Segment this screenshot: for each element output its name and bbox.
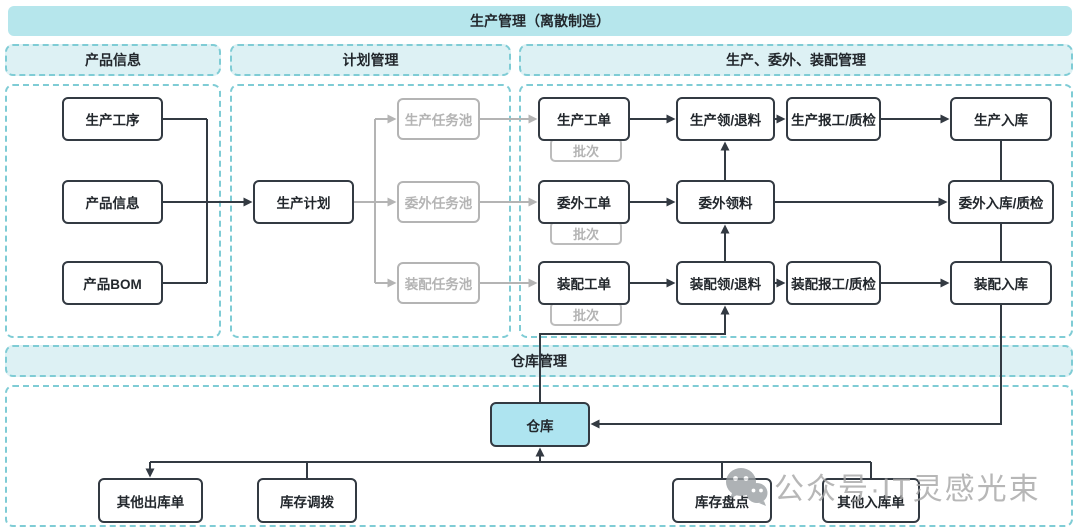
diagram-title: 生产管理（离散制造） bbox=[470, 13, 610, 29]
node-warehouse: 仓库 bbox=[490, 402, 590, 447]
node-stock-count: 库存盘点 bbox=[672, 478, 772, 523]
badge-batch-production: 批次 bbox=[550, 138, 622, 162]
node-assembly-report-qc: 装配报工/质检 bbox=[786, 261, 881, 305]
node-assembly-inbound: 装配入库 bbox=[950, 261, 1052, 305]
section-header-product: 产品信息 bbox=[5, 44, 221, 76]
connector-product-to-plan bbox=[163, 118, 253, 284]
node-production-report-qc: 生产报工/质检 bbox=[786, 97, 881, 141]
section-title-plan: 计划管理 bbox=[342, 52, 399, 68]
node-stock-transfer: 库存调拨 bbox=[257, 478, 357, 523]
node-production-work-order: 生产工单 bbox=[538, 97, 630, 141]
section-header-plan: 计划管理 bbox=[230, 44, 511, 76]
node-assembly-work-order: 装配工单 bbox=[538, 261, 630, 305]
title-banner: 生产管理（离散制造） bbox=[8, 6, 1072, 36]
section-header-production: 生产、委外、装配管理 bbox=[519, 44, 1073, 76]
node-production-plan: 生产计划 bbox=[253, 180, 354, 224]
connector-inbound-chain bbox=[590, 141, 1002, 429]
node-production-task-pool: 生产任务池 bbox=[397, 98, 480, 140]
section-title-product: 产品信息 bbox=[85, 52, 141, 68]
connector-warehouse-to-picking bbox=[539, 305, 730, 402]
connector-plan-to-pools bbox=[354, 114, 538, 288]
node-production-picking: 生产领/退料 bbox=[676, 97, 775, 141]
section-title-production: 生产、委外、装配管理 bbox=[726, 52, 866, 68]
node-outsource-picking: 委外领料 bbox=[676, 180, 775, 224]
node-production-process: 生产工序 bbox=[62, 97, 163, 141]
connector-warehouse-bus bbox=[145, 447, 872, 478]
badge-batch-assembly: 批次 bbox=[550, 302, 622, 326]
node-production-inbound: 生产入库 bbox=[950, 97, 1052, 141]
node-other-inbound-order: 其他入库单 bbox=[822, 478, 920, 523]
node-product-info: 产品信息 bbox=[62, 180, 163, 224]
node-outsource-work-order: 委外工单 bbox=[538, 180, 630, 224]
node-outsource-task-pool: 委外任务池 bbox=[397, 181, 480, 223]
node-other-outbound-order: 其他出库单 bbox=[98, 478, 203, 523]
node-assembly-picking: 装配领/退料 bbox=[676, 261, 775, 305]
node-outsource-inbound-qc: 委外入库/质检 bbox=[948, 180, 1054, 224]
badge-batch-outsource: 批次 bbox=[550, 221, 622, 245]
node-product-bom: 产品BOM bbox=[62, 261, 163, 305]
node-assembly-task-pool: 装配任务池 bbox=[397, 262, 480, 304]
